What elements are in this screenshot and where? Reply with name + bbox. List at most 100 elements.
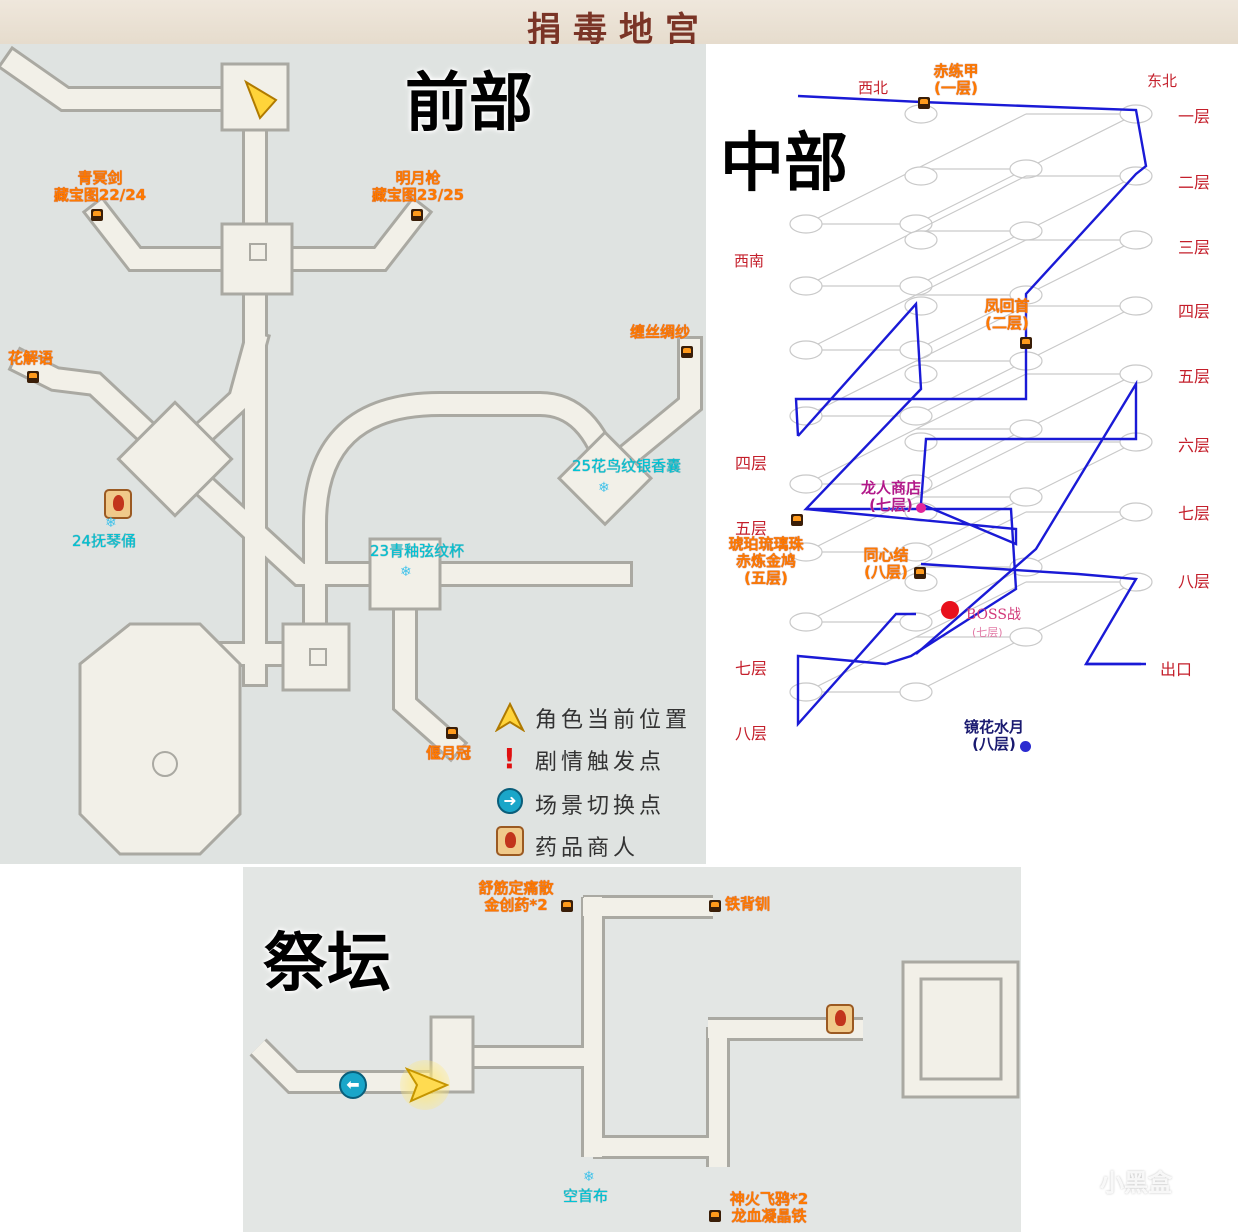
player-position-icon — [244, 79, 278, 120]
altar-panel — [243, 867, 1021, 1232]
loot-yanyue: 偃月冠 — [426, 744, 472, 762]
item-hupo-line2: 赤炼金鸠 — [735, 552, 796, 570]
route-line — [797, 301, 1018, 666]
floor-node — [1009, 221, 1043, 241]
floor-node — [1009, 627, 1043, 647]
crystal-icon: ❄ — [583, 1169, 595, 1185]
floor-label-right: 七层 — [1178, 504, 1211, 523]
floor-node — [1119, 230, 1153, 250]
treasure-chest-icon — [709, 900, 721, 912]
floor-node — [899, 682, 933, 702]
item-jinghua-line1: 镜花水月 — [963, 718, 1024, 736]
loot-shujin-line1: 舒筋定痛散 — [478, 879, 554, 897]
loot-qingming-line2: 藏宝图22/24 — [53, 186, 147, 204]
floor-node — [1009, 487, 1043, 507]
treasure-chest-icon — [681, 346, 693, 358]
floor-label-right: 四层 — [1178, 302, 1211, 321]
merchant-icon — [496, 826, 524, 856]
item-fenghui-line1: 凤回首 — [984, 297, 1030, 315]
treasure-chest-icon — [27, 371, 39, 383]
exclaim-icon: ! — [503, 742, 516, 775]
treasure-chest-icon — [446, 727, 458, 739]
floor-node — [789, 214, 823, 234]
legend-label: 场景切换点 — [535, 794, 666, 819]
item-jinghua: 镜花水月 (八层) — [955, 719, 1033, 753]
direction-sw: 西南 — [734, 252, 765, 270]
loot-chansi: 缠丝绸纱 — [630, 323, 691, 341]
watermark-logo-icon — [1062, 1164, 1090, 1192]
exit-label: 出口 — [1160, 660, 1193, 679]
floor-label-right: 一层 — [1178, 107, 1211, 126]
item-hupo: 琥珀琉璃珠 赤炼金鸠 (五层) — [718, 536, 814, 587]
jinghua-marker — [1020, 741, 1031, 752]
floor-node — [899, 406, 933, 426]
collect-huaniao: 25花鸟纹银香囊 — [572, 457, 682, 475]
floor-node — [789, 682, 823, 702]
floor-node — [899, 612, 933, 632]
loot-qingming-line1: 青冥剑 — [77, 169, 123, 187]
legend-label: 药品商人 — [535, 836, 640, 861]
floor-node — [789, 474, 823, 494]
direction-ne: 东北 — [1147, 72, 1178, 90]
altar-label: 祭坛 — [263, 927, 391, 1001]
item-fenghui: 凤回首 (二层) — [972, 298, 1042, 332]
floor-node — [1119, 572, 1153, 592]
floor-node — [1119, 502, 1153, 522]
legend-label: 角色当前位置 — [535, 708, 692, 733]
watermark-text: 小黑盒 — [1100, 1169, 1172, 1197]
floor-node — [904, 230, 938, 250]
item-chilian-line1: 赤练甲 — [933, 62, 979, 80]
loot-mingyue-line1: 明月枪 — [395, 169, 441, 187]
item-tongxin: 同心结 (八层) — [854, 547, 918, 581]
scene-switch-icon: ⬅ — [339, 1071, 367, 1099]
loot-shenhuo-line2: 龙血凝晶铁 — [731, 1207, 807, 1225]
treasure-chest-icon — [918, 97, 930, 109]
floor-node — [899, 214, 933, 234]
item-boss: BOSS战 (七层) — [966, 604, 1026, 640]
boss-marker — [941, 601, 959, 619]
floor-label-right: 三层 — [1178, 238, 1211, 257]
treasure-chest-icon — [91, 209, 103, 221]
floor-label-left: 八层 — [735, 724, 768, 743]
middle-panel — [706, 44, 1238, 864]
item-tongxin-line1: 同心结 — [863, 546, 909, 564]
item-longren-line2: (七层) — [869, 496, 913, 514]
item-hupo-line3: (五层) — [744, 569, 788, 587]
middle-label: 中部 — [720, 127, 848, 201]
treasure-chest-icon — [709, 1210, 721, 1222]
floor-node — [899, 276, 933, 296]
crystal-icon: ❄ — [400, 564, 412, 580]
floor-node — [1119, 296, 1153, 316]
loot-huajieyu: 花解语 — [8, 349, 54, 367]
loot-mingyue: 明月枪 藏宝图23/25 — [358, 170, 478, 204]
front-corridors — [0, 45, 703, 856]
item-jinghua-line2: (八层) — [972, 735, 1016, 753]
route-line — [796, 612, 916, 728]
item-chilian: 赤练甲 (一层) — [920, 63, 992, 97]
floor-label-right: 六层 — [1178, 436, 1211, 455]
altar-corridors — [249, 895, 1020, 1167]
loot-shujin: 舒筋定痛散 金创药*2 — [470, 880, 562, 914]
treasure-chest-icon — [411, 209, 423, 221]
floor-node — [789, 542, 823, 562]
route-line — [794, 94, 1148, 437]
item-tongxin-line2: (八层) — [864, 563, 908, 581]
floor-node — [1119, 364, 1153, 384]
floor-label-left: 七层 — [735, 659, 768, 678]
loot-shujin-line2: 金创药*2 — [484, 896, 548, 914]
floor-node — [1119, 166, 1153, 186]
legend-label: 剧情触发点 — [535, 750, 666, 775]
loot-mingyue-line2: 藏宝图23/25 — [371, 186, 465, 204]
item-chilian-line2: (一层) — [934, 79, 978, 97]
loot-qingming: 青冥剑 藏宝图22/24 — [40, 170, 160, 204]
floor-label-right: 八层 — [1178, 572, 1211, 591]
item-boss-line1: BOSS战 — [966, 607, 1021, 623]
map-title: 捐毒地宫 — [527, 10, 711, 50]
item-longren: 龙人商店 (七层) — [852, 480, 930, 514]
floor-label-right: 五层 — [1178, 367, 1211, 386]
merchant-icon — [826, 1004, 854, 1034]
front-panel — [0, 44, 706, 864]
treasure-chest-icon — [561, 900, 573, 912]
item-boss-line2: (七层) — [972, 626, 1003, 639]
loot-shenhuo: 神火飞鸦*2 龙血凝晶铁 — [720, 1191, 818, 1225]
